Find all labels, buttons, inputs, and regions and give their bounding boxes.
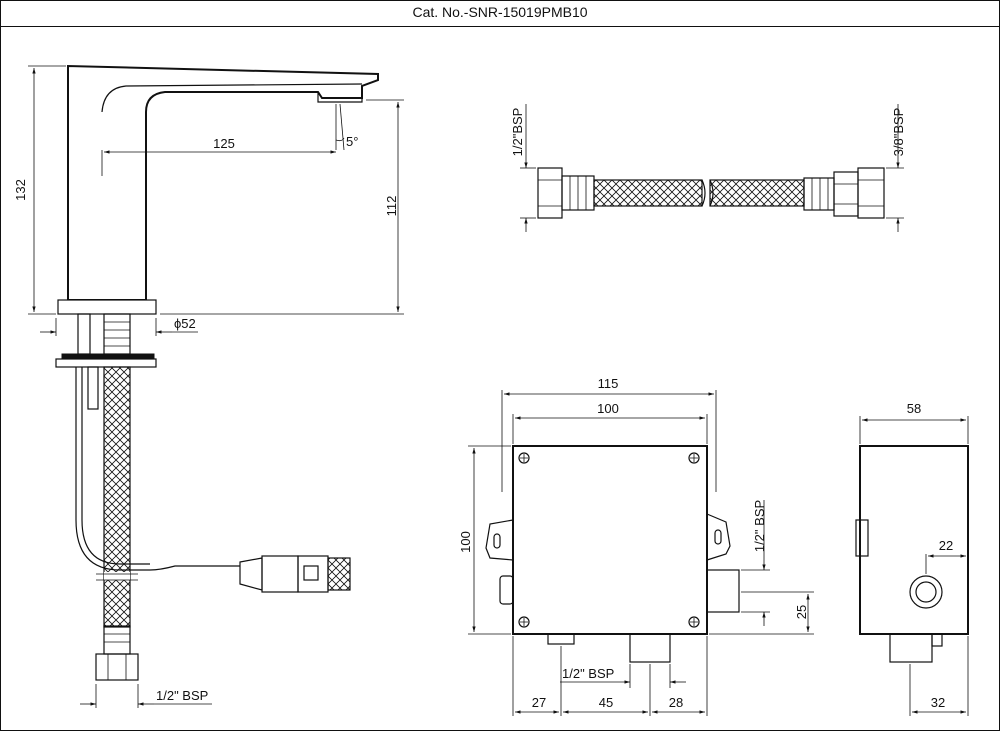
dim-side-port-offset: 25: [794, 605, 809, 619]
dim-spout-height: 112: [384, 196, 399, 217]
dim-bottom-left: 27: [532, 695, 546, 710]
hose-dimensions: 1/2"BSP 3/8"BSP: [510, 104, 906, 232]
dim-reach: 125: [213, 136, 235, 151]
dim-angle: 5°: [346, 134, 358, 149]
dim-box-depth: 58: [907, 401, 921, 416]
dim-box-width-outer: 115: [598, 376, 619, 391]
dim-box-width-inner: 100: [597, 401, 619, 416]
title-bar: Cat. No.-SNR-15019PMB10: [0, 0, 1000, 27]
catalog-number: Cat. No.-SNR-15019PMB10: [412, 4, 588, 20]
dim-box-height: 100: [458, 531, 473, 553]
dim-inlet-thread: 1/2" BSP: [156, 688, 208, 703]
dim-bottom-right: 28: [669, 695, 683, 710]
dim-hose-right-thread: 3/8"BSP: [891, 108, 906, 157]
control-box-front-dimensions: 115 100 100 1/2" BSP 25: [458, 376, 814, 716]
connection-hose: [537, 167, 885, 219]
dim-height-total: 132: [13, 179, 28, 201]
dim-base-diameter: ϕ52: [174, 316, 196, 331]
control-box-side-dimensions: 58 22 32: [859, 401, 969, 716]
control-box-side: [855, 445, 969, 663]
dim-hose-left-thread: 1/2"BSP: [510, 108, 525, 157]
faucet-dimensions: 132 125 5° 112 ϕ52 1/2" BSP: [13, 65, 404, 708]
dim-bottom-port-thread: 1/2" BSP: [562, 666, 614, 681]
control-box-front: [485, 445, 740, 663]
dim-port-offset: 22: [939, 538, 953, 553]
faucet-elevation: [55, 64, 379, 681]
dim-bottom-offset: 32: [931, 695, 945, 710]
dim-bottom-mid: 45: [599, 695, 613, 710]
dim-side-port-thread: 1/2" BSP: [752, 500, 767, 552]
